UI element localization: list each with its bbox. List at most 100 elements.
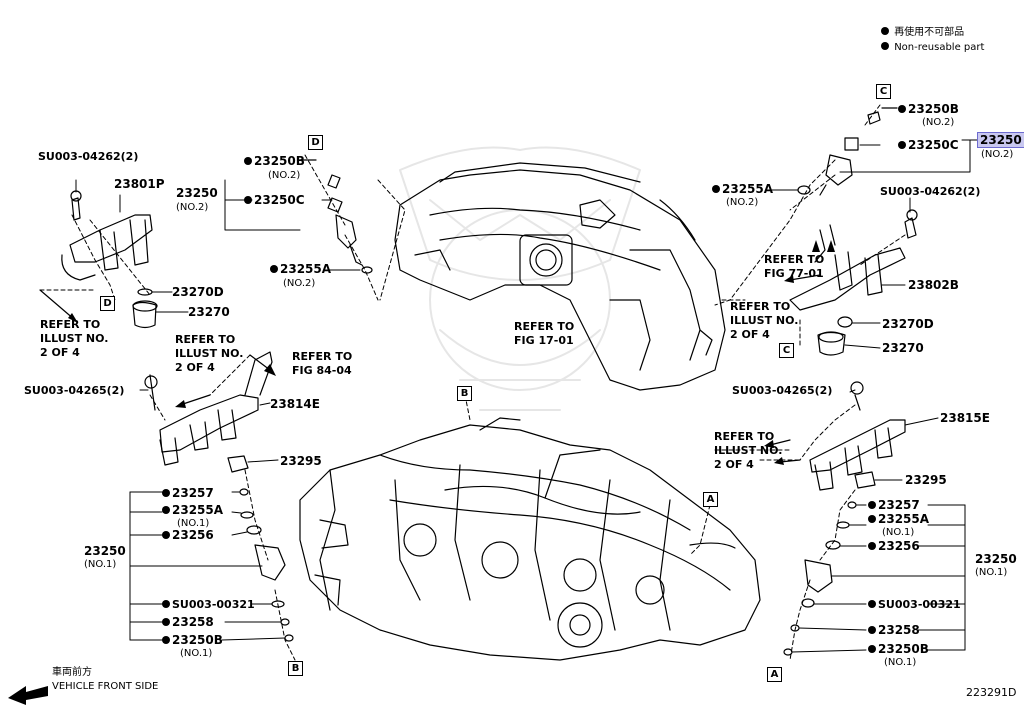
bullet-icon xyxy=(162,600,170,608)
part-label[interactable]: 23801P xyxy=(114,177,165,191)
fitting-23270D-right xyxy=(817,316,853,356)
diagram-id: 223291D xyxy=(966,686,1017,699)
part-sub: (NO.1) xyxy=(177,518,210,529)
fuel-rail-23814E xyxy=(144,351,273,466)
part-label-nonreusable[interactable]: 23258 xyxy=(868,624,920,637)
part-label[interactable]: SU003-04265(2) xyxy=(732,384,833,397)
part-label[interactable]: 23295 xyxy=(905,473,947,487)
bullet-icon xyxy=(162,636,170,644)
bullet-icon xyxy=(868,645,876,653)
refer-illust-note[interactable]: REFER TO ILLUST NO. 2 OF 4 xyxy=(175,333,244,374)
front-side-en: VEHICLE FRONT SIDE xyxy=(52,681,159,692)
bullet-icon xyxy=(881,42,889,50)
part-label[interactable]: SU003-04265(2) xyxy=(24,384,125,397)
bullet-icon xyxy=(162,531,170,539)
refer-fig-note[interactable]: REFER TO FIG 77-01 xyxy=(764,253,825,280)
part-label-nonreusable[interactable]: 23250C xyxy=(244,194,305,207)
ref-box-c: C xyxy=(876,84,891,99)
bullet-icon xyxy=(898,141,906,149)
part-label[interactable]: 23802B xyxy=(908,278,959,292)
legend-en: Non-reusable part xyxy=(881,41,984,55)
part-label[interactable]: 23270 xyxy=(188,305,230,319)
refer-illust-note[interactable]: REFER TO ILLUST NO. 2 OF 4 xyxy=(714,430,783,471)
bullet-icon xyxy=(162,618,170,626)
part-label[interactable]: 23270D xyxy=(172,285,224,299)
refer-illust-note[interactable]: REFER TO ILLUST NO. 2 OF 4 xyxy=(730,300,799,341)
part-label-nonreusable[interactable]: 23256 xyxy=(868,540,920,553)
ref-box-d: D xyxy=(100,296,115,311)
bullet-icon xyxy=(712,185,720,193)
front-side-jp: 車両前方 xyxy=(52,667,92,678)
refer-illust-note[interactable]: REFER TO ILLUST NO. 2 OF 4 xyxy=(40,318,109,359)
ref-box-b: B xyxy=(288,661,303,676)
bullet-icon xyxy=(868,542,876,550)
part-label-nonreusable[interactable]: SU003-00321 xyxy=(868,598,961,611)
highlighted-part-label[interactable]: 23250 xyxy=(977,132,1024,148)
part-label[interactable]: SU003-04262(2) xyxy=(880,185,981,198)
part-sub: (NO.1) xyxy=(180,648,213,659)
part-label-nonreusable[interactable]: 23250B xyxy=(898,103,959,116)
part-label[interactable]: 23295 xyxy=(280,454,322,468)
part-label-nonreusable[interactable]: 23258 xyxy=(162,616,214,629)
part-sub: (NO.1) xyxy=(975,567,1008,578)
legend-jp: 再使用不可部品 xyxy=(881,26,964,40)
part-sub: (NO.2) xyxy=(981,149,1014,160)
bullet-icon xyxy=(244,157,252,165)
ref-box-a: A xyxy=(703,492,718,507)
part-sub: (NO.2) xyxy=(922,117,955,128)
part-label[interactable]: 23250 xyxy=(84,544,126,558)
injector-right-bot xyxy=(783,501,857,656)
part-label-nonreusable[interactable]: 23257 xyxy=(868,499,920,512)
part-label-nonreusable[interactable]: 23250B xyxy=(868,643,929,656)
part-label[interactable]: 23270D xyxy=(882,317,934,331)
part-sub: (NO.2) xyxy=(268,170,301,181)
part-label[interactable]: 23250 xyxy=(176,186,218,200)
part-sub: (NO.2) xyxy=(726,197,759,208)
fitting-23270D-left xyxy=(132,288,158,329)
fuel-pipe-23801P xyxy=(61,190,153,281)
bullet-icon xyxy=(898,105,906,113)
part-sub: (NO.1) xyxy=(882,527,915,538)
part-label-nonreusable[interactable]: 23256 xyxy=(162,529,214,542)
part-label-nonreusable[interactable]: 23255A xyxy=(712,183,773,196)
part-label[interactable]: 23250 xyxy=(975,552,1017,566)
part-label-nonreusable[interactable]: 23250B xyxy=(162,634,223,647)
fuel-pipe-23802B xyxy=(789,209,918,311)
part-sub: (NO.2) xyxy=(283,278,316,289)
engine-block xyxy=(299,417,761,661)
part-label-nonreusable[interactable]: 23250B xyxy=(244,155,305,168)
part-label[interactable]: 23270 xyxy=(882,341,924,355)
fuel-rail-23815E xyxy=(809,381,906,491)
bullet-icon xyxy=(868,626,876,634)
part-sub: (NO.1) xyxy=(84,559,117,570)
bullet-icon xyxy=(868,501,876,509)
part-label[interactable]: 23815E xyxy=(940,411,990,425)
grommet-23295-left xyxy=(227,455,249,473)
part-label-nonreusable[interactable]: 23257 xyxy=(162,487,214,500)
part-label-nonreusable[interactable]: 23255A xyxy=(868,513,929,526)
part-label-nonreusable[interactable]: 23250C xyxy=(898,139,959,152)
part-label[interactable]: SU003-04262(2) xyxy=(38,150,139,163)
bullet-icon xyxy=(162,506,170,514)
part-label-nonreusable[interactable]: 23255A xyxy=(270,263,331,276)
injector-right-top xyxy=(797,107,898,196)
part-label-nonreusable[interactable]: 23255A xyxy=(162,504,223,517)
grommet-23295-right xyxy=(854,471,876,489)
refer-fig-note[interactable]: REFER TO FIG 17-01 xyxy=(514,320,575,347)
part-label[interactable]: 23814E xyxy=(270,397,320,411)
part-sub: (NO.1) xyxy=(884,657,917,668)
part-sub: (NO.2) xyxy=(176,202,209,213)
injector-left-bot xyxy=(239,488,294,642)
refer-fig-note[interactable]: REFER TO FIG 84-04 xyxy=(292,350,353,377)
ref-box-b: B xyxy=(457,386,472,401)
bullet-icon xyxy=(868,600,876,608)
bullet-icon xyxy=(162,489,170,497)
part-label-nonreusable[interactable]: SU003-00321 xyxy=(162,598,255,611)
ref-box-c: C xyxy=(779,343,794,358)
intake-manifold xyxy=(394,162,726,391)
ref-box-d: D xyxy=(308,135,323,150)
bullet-icon xyxy=(868,515,876,523)
bullet-icon xyxy=(270,265,278,273)
